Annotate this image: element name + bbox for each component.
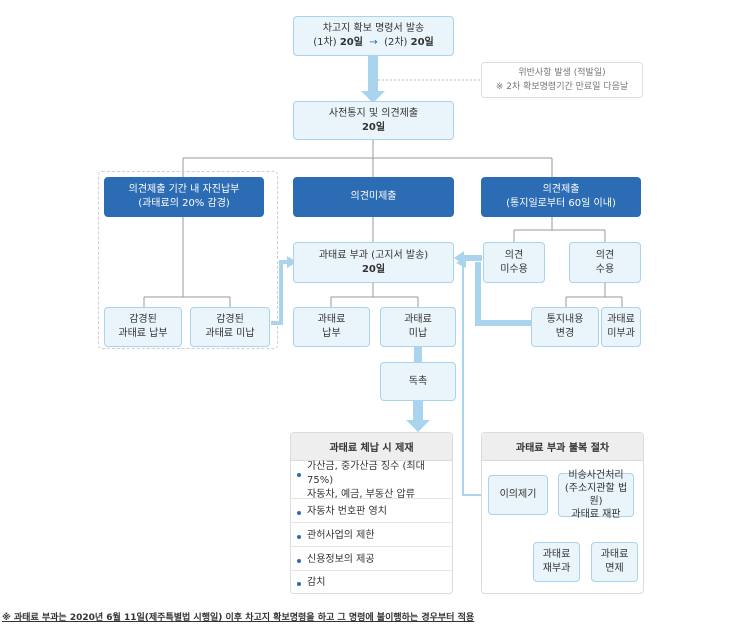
arrow-shaft xyxy=(368,56,378,92)
prior-notice-label: 사전통지 및 의견제출 xyxy=(328,107,419,119)
no-fine-box: 과태료 미부과 xyxy=(601,307,641,347)
fine-paid-box: 과태료 납부 xyxy=(293,307,370,347)
reminder-arrow-shaft xyxy=(414,347,422,362)
sanction-item-text: 자동차, 예금, 부동산 압류 xyxy=(307,488,415,500)
reduced-group-frame xyxy=(98,171,278,349)
objection-filing-box: 이의제기 xyxy=(488,475,548,515)
imposition-box: 과태료 부과 (고지서 발송) 20일 xyxy=(293,242,454,283)
reminder-label: 독촉 xyxy=(408,375,428,387)
fine-paid-line1: 과태료 xyxy=(317,314,346,325)
opinion-box: 의견제출 (통지일로부터 60일 이내) xyxy=(481,177,641,217)
arrow-head xyxy=(361,91,385,103)
order-notice-box: 차고지 확보 명령서 발송 (1차) 20일 → (2차) 20일 xyxy=(293,16,454,56)
reimposed-line1: 과태료 xyxy=(542,549,571,560)
sanction-item: 가산금, 중가산금 징수 (최대 75%) 자동차, 예금, 부동산 압류 xyxy=(291,460,452,500)
unpaid-arrow-head xyxy=(287,256,297,268)
sanction-item-text: 감치 xyxy=(307,577,326,588)
no-fine-line1: 과태료 xyxy=(607,314,635,325)
reimposed-line2: 재부과 xyxy=(542,563,571,574)
opinion-title: 의견제출 xyxy=(542,184,580,195)
sanction-item-text: 관허사업의 제한 xyxy=(307,529,375,541)
no-opinion-label: 의견미제출 xyxy=(350,191,397,202)
sanction-item: 감치 xyxy=(291,572,452,594)
opinion-note: (통지일로부터 60일 이내) xyxy=(506,198,616,209)
reduced-unpaid-line1: 감경된 xyxy=(216,314,244,325)
reduced-paid-box: 감경된 과태료 납부 xyxy=(104,307,182,347)
opinion-accepted-line1: 의견 xyxy=(595,249,615,261)
reduced-paid-line1: 감경된 xyxy=(129,314,157,325)
opinion-rejected-line1: 의견 xyxy=(504,249,524,261)
imposition-days: 20일 xyxy=(361,263,386,275)
prior-notice-box: 사전통지 및 의견제출 20일 xyxy=(293,101,454,140)
sanction-arrow-shaft xyxy=(413,401,423,421)
exempted-line1: 과태료 xyxy=(600,549,629,560)
court-trial-line1: 비송사건처리 xyxy=(568,470,624,481)
objection-title: 과태료 부과 불복 절차 xyxy=(482,433,643,461)
opinion-rejected-box: 의견 미수용 xyxy=(483,242,545,283)
notice-change-box: 통지내용 변경 xyxy=(531,307,599,347)
reimposed-box: 과태료 재부과 xyxy=(533,542,580,582)
court-trial-box: 비송사건처리 (주소지관할 법원) 과태료 재판 xyxy=(558,470,634,520)
reduced-payment-note: (과태료의 20% 감경) xyxy=(138,198,230,209)
sanction-arrow-head xyxy=(406,420,430,432)
notice-change-line2: 변경 xyxy=(555,328,575,339)
no-fine-line2: 미부과 xyxy=(607,328,635,339)
opinion-accepted-box: 의견 수용 xyxy=(569,242,641,283)
sanction-item-text: 신용정보의 제공 xyxy=(307,553,375,565)
sanctions-title: 과태료 체납 시 제재 xyxy=(291,433,452,461)
order-notice-periods: (1차) 20일 → (2차) 20일 xyxy=(313,37,434,48)
objection-filing-label: 이의제기 xyxy=(499,489,537,500)
fine-unpaid-box: 과태료 미납 xyxy=(380,307,456,347)
sanctions-panel: 과태료 체납 시 제재 가산금, 중가산금 징수 (최대 75%) 자동차, 예… xyxy=(290,432,453,594)
order-notice-title: 차고지 확보 명령서 발송 xyxy=(322,23,425,34)
reminder-box: 독촉 xyxy=(380,362,456,401)
rejected-arrow-head xyxy=(454,251,464,265)
fine-unpaid-line1: 과태료 xyxy=(404,314,432,325)
opinion-rejected-line2: 미수용 xyxy=(500,263,528,275)
fine-paid-line2: 납부 xyxy=(322,328,341,339)
reduced-unpaid-line2: 과태료 미납 xyxy=(205,328,255,339)
reduced-paid-line2: 과태료 납부 xyxy=(118,328,168,339)
objection-link xyxy=(462,263,488,496)
violation-title: 위반사항 발생 (적발일) xyxy=(518,68,606,78)
arrow-right-icon: → xyxy=(366,37,381,48)
sanction-item: 자동차 번호판 영치 xyxy=(291,501,452,523)
reduced-payment-title: 의견제출 기간 내 자진납부 xyxy=(128,184,240,195)
imposition-label: 과태료 부과 (고지서 발송) xyxy=(318,249,429,261)
violation-note: ※ 2차 확보명령기간 만료일 다음날 xyxy=(495,82,629,92)
footnote: ※ 과태료 부과는 2020년 6월 11일(제주특별법 시행일) 이후 차고지… xyxy=(2,613,475,623)
reduced-payment-box: 의견제출 기간 내 자진납부 (과태료의 20% 감경) xyxy=(104,177,264,217)
prior-notice-days: 20일 xyxy=(361,121,386,133)
sanction-item: 신용정보의 제공 xyxy=(291,549,452,571)
opinion-accepted-line2: 수용 xyxy=(595,263,615,275)
sanction-item-text: 가산금, 중가산금 징수 (최대 75%) xyxy=(307,460,425,486)
notice-change-line1: 통지내용 xyxy=(546,314,584,325)
violation-box: 위반사항 발생 (적발일) ※ 2차 확보명령기간 만료일 다음날 xyxy=(481,62,643,98)
exempted-line2: 면제 xyxy=(605,563,624,574)
unpaid-link xyxy=(271,260,288,325)
change-link xyxy=(475,262,531,326)
sanction-item-text: 자동차 번호판 영치 xyxy=(307,505,387,517)
sanction-item: 관허사업의 제한 xyxy=(291,525,452,547)
fine-unpaid-line2: 미납 xyxy=(408,328,428,339)
court-trial-line3: 과태료 재판 xyxy=(571,509,621,520)
court-trial-line2: (주소지관할 법원) xyxy=(564,483,628,507)
reduced-unpaid-box: 감경된 과태료 미납 xyxy=(190,307,270,347)
rejected-arrow-shaft xyxy=(462,255,482,261)
exempted-box: 과태료 면제 xyxy=(591,542,638,582)
no-opinion-box: 의견미제출 xyxy=(293,177,454,217)
